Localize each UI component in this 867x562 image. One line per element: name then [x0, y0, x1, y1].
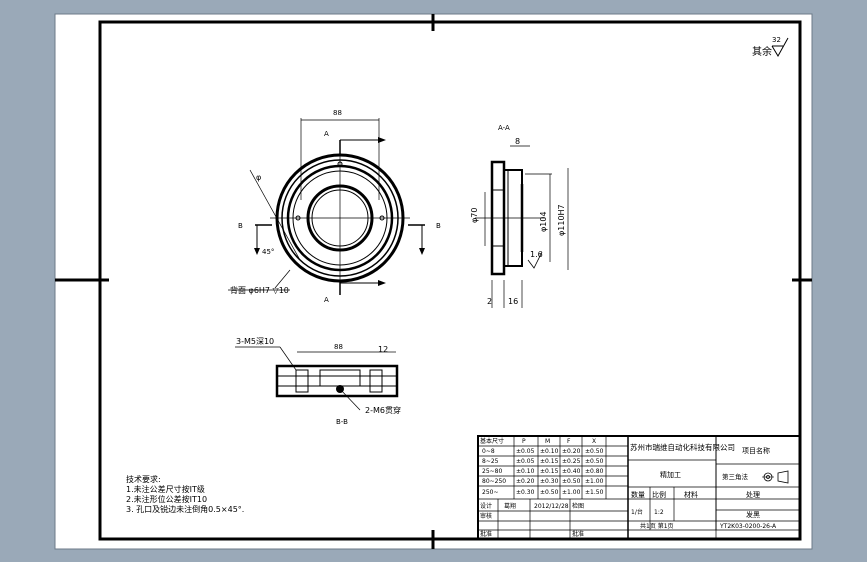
- drawing-label: 2: [487, 297, 492, 306]
- drawing-label: ±1.00: [562, 489, 581, 496]
- drawing-label: 葛翔: [504, 502, 516, 510]
- drawing-label: 批准: [480, 530, 492, 538]
- drawing-label: ±0.15: [540, 458, 559, 465]
- drawing-label: 1.6: [530, 250, 543, 259]
- drawing-label: ±0.30: [516, 489, 535, 496]
- drawing-label: 其余: [752, 45, 772, 58]
- drawing-label: 12: [378, 345, 388, 354]
- drawing-label: ±0.80: [585, 468, 604, 475]
- drawing-label: 1/台: [631, 508, 643, 516]
- drawing-label: B-B: [336, 418, 348, 426]
- drawing-label: 处理: [746, 490, 760, 499]
- drawing-label: ±0.20: [516, 478, 535, 485]
- drawing-label: 审核: [480, 512, 492, 520]
- drawing-label: ±0.20: [562, 448, 581, 455]
- tolerance-rows: 0~8 ±0.05 ±0.10 ±0.20 ±0.50 8~25 ±0.05 ±…: [482, 448, 604, 496]
- drawing-label: ±0.50: [585, 448, 604, 455]
- drawing-label: YT2K03-0200-26-A: [719, 523, 777, 530]
- drawing-label: φ104: [539, 211, 548, 232]
- drawing-label: ±0.10: [516, 468, 535, 475]
- drawing-label: ±0.15: [540, 468, 559, 475]
- drawing-label: 1.未注公差尺寸按IT级: [126, 484, 205, 494]
- drawing-label: B: [238, 222, 243, 230]
- drawing-label: 第三角法: [722, 472, 749, 481]
- drawing-label: 8~25: [482, 458, 499, 465]
- drawing-label: P: [522, 438, 526, 445]
- drawing-label: 2.未注形位公差按IT10: [126, 494, 207, 504]
- drawing-label: 250~: [482, 489, 498, 496]
- drawing-label: 16: [508, 297, 518, 306]
- drawing-label: 设计: [480, 502, 492, 510]
- bottom-view: 3-M5深10 88 12 2-M6贯穿 B-B: [235, 337, 401, 426]
- drawing-label: 项目名称: [742, 446, 770, 455]
- drawing-label: φ110H7: [557, 204, 566, 236]
- drawing-label: 精加工: [660, 470, 681, 479]
- drawing-label: X: [592, 438, 596, 445]
- drawing-label: F: [567, 438, 571, 445]
- drawing-label: A: [324, 130, 329, 138]
- drawing-label: 技术要求:: [126, 474, 161, 484]
- section-view: A-A 8 φ70 φ104 φ110H7 1.6 2 16: [470, 124, 569, 308]
- drawing-sheet: [54, 13, 813, 550]
- centering-marks: [55, 14, 812, 549]
- drawing-label: ±0.10: [540, 448, 559, 455]
- drawing-label: 3-M5深10: [236, 337, 274, 346]
- drawing-label: A: [324, 296, 329, 304]
- drawing-label: ±0.25: [562, 458, 581, 465]
- title-block: 基本尺寸 P M F X 0~8 ±0.05 ±0.10 ±0.20 ±0.50…: [477, 435, 801, 540]
- drawing-label: 材料: [684, 490, 698, 499]
- drawing-label: 88: [333, 109, 342, 117]
- drawing-label: ±1.50: [585, 489, 604, 496]
- drawing-label: 苏州市瑞维自动化科技有限公司: [630, 442, 735, 452]
- drawing-label: ±0.50: [540, 489, 559, 496]
- drawing-label: 批准: [572, 530, 584, 538]
- drawing-label: B: [436, 222, 441, 230]
- tech-requirements: 技术要求: 1.未注公差尺寸按IT级 2.未注形位公差按IT10 3. 孔口及锐…: [126, 474, 244, 514]
- front-view: 88 A A B B φ 45° 背面 φ6H7 ▽10: [228, 109, 441, 304]
- drawing-label: 88: [334, 343, 343, 351]
- drawing-label: 数量: [631, 490, 645, 499]
- drawing-label: 80~250: [482, 478, 506, 485]
- roughness-symbol: 其余 32: [752, 36, 789, 58]
- drawing-label: φ: [256, 173, 261, 182]
- drawing-label: 1:2: [654, 509, 664, 516]
- drawing-label: 25~80: [482, 468, 502, 475]
- drawing-label: A-A: [498, 124, 510, 132]
- drawing-label: 8: [515, 137, 520, 146]
- drawing-label: 共1页 第1页: [640, 522, 674, 530]
- drawing-label: 基本尺寸: [480, 437, 504, 445]
- drawing-label: 0~8: [482, 448, 495, 455]
- drawing-label: ±0.50: [562, 478, 581, 485]
- drawing-label: 背面 φ6H7 ▽10: [230, 285, 289, 295]
- drawing-label: ±0.05: [516, 458, 535, 465]
- drawing-label: ±0.40: [562, 468, 581, 475]
- drawing-label: 检图: [572, 502, 584, 510]
- drawing-label: 2012/12/28: [534, 503, 569, 510]
- drawing-label: ±0.50: [585, 458, 604, 465]
- drawing-label: 2-M6贯穿: [365, 405, 401, 415]
- drawing-label: 比例: [652, 490, 666, 499]
- drawing-label: ±0.05: [516, 448, 535, 455]
- drawing-label: 32: [772, 36, 781, 44]
- drawing-label: 3. 孔口及锐边未注倒角0.5×45°.: [126, 504, 244, 514]
- drawing-label: φ70: [470, 208, 479, 223]
- drawing-label: ±1.00: [585, 478, 604, 485]
- drawing-label: M: [545, 438, 550, 445]
- drawing-label: 发黑: [746, 510, 760, 519]
- projection-symbol-icon: [762, 470, 789, 484]
- drawing-label: ±0.30: [540, 478, 559, 485]
- drawing-label: 45°: [262, 248, 274, 256]
